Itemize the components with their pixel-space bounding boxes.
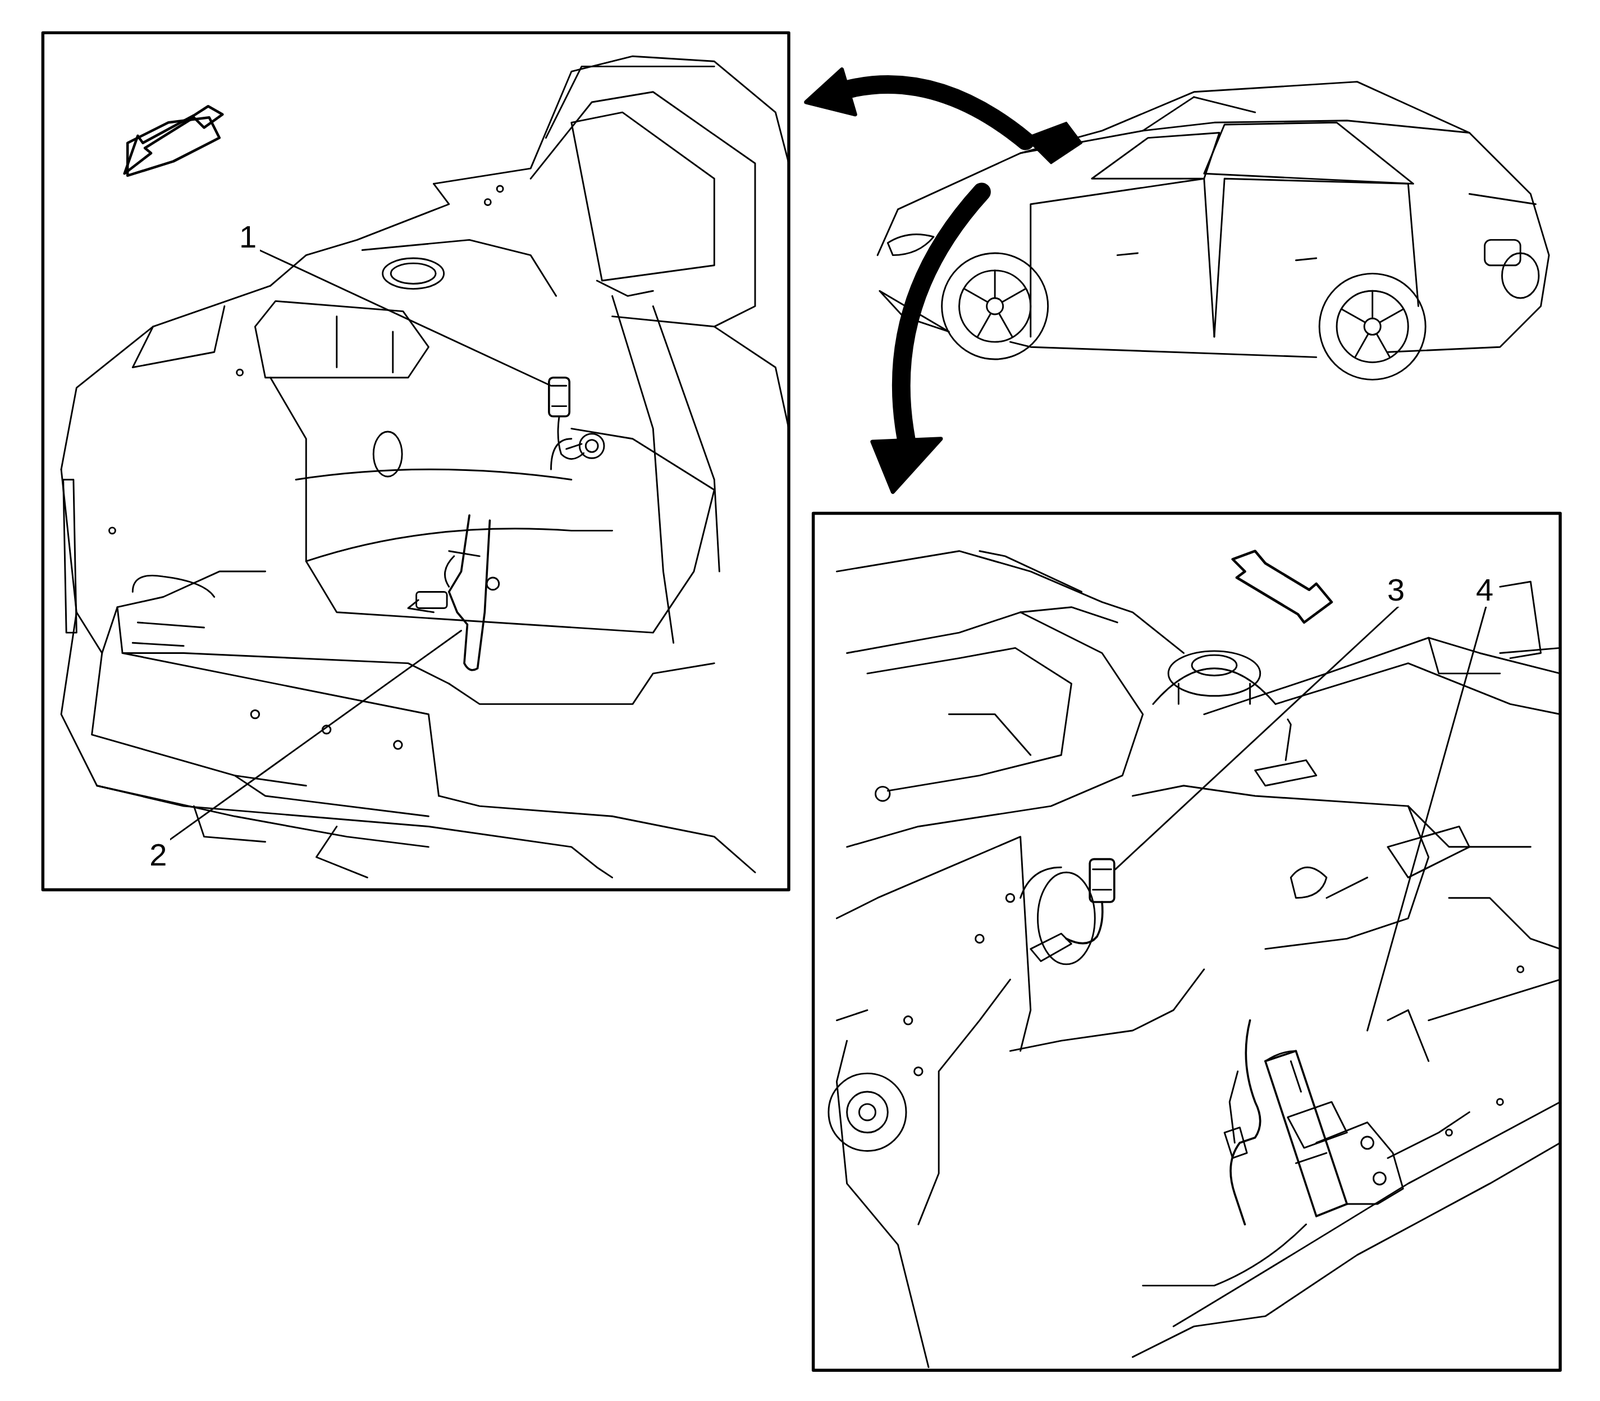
view-arrow [806,69,1026,492]
vehicle-sketch [877,81,1549,381]
direction-arrow [1232,551,1332,623]
sensor-harness-left [408,377,584,671]
callout-number: 3 [1383,573,1408,607]
sensor-harness-right [1030,859,1403,1225]
engine-compartment-left [61,56,789,878]
panel-frame [42,32,789,890]
panel-frame [813,513,1561,1371]
direction-arrow [124,106,223,174]
engine-compartment-right [828,551,1561,1368]
callout-number: 2 [145,838,171,872]
leader-line [168,249,1487,1031]
callout-number: 1 [235,220,260,254]
callout-number: 4 [1472,573,1497,607]
